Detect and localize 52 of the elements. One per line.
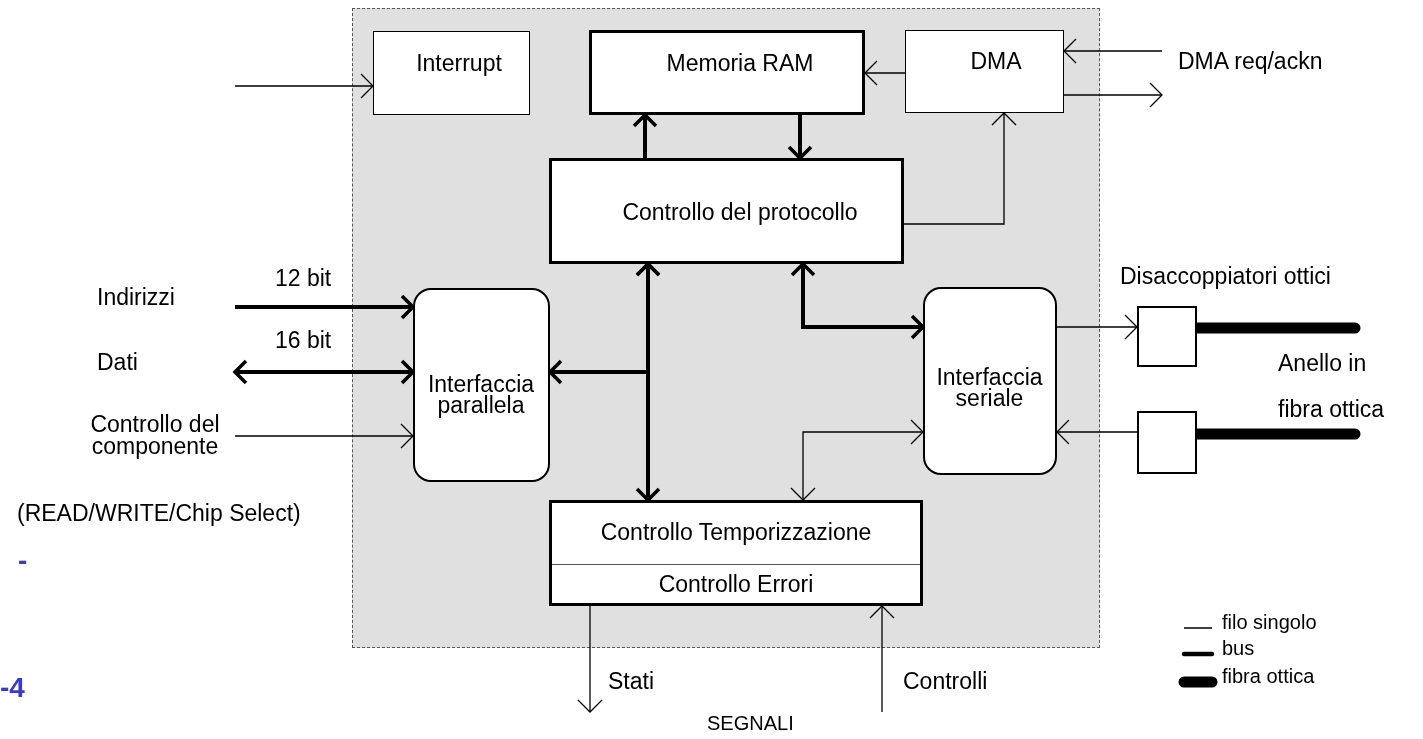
arrow [233, 359, 415, 385]
coupler-box [1137, 306, 1197, 367]
arrow [790, 262, 925, 340]
process-box [905, 30, 1064, 113]
edge-label: 12 bit [275, 265, 332, 292]
edge-label: 16 bit [275, 327, 332, 354]
arrow [1056, 314, 1138, 340]
signal-label: (READ/WRITE/Chip Select) [17, 500, 301, 527]
legend-label: bus [1222, 637, 1255, 660]
process-box [549, 500, 923, 606]
page-fragment: - [18, 545, 28, 578]
arrow [1063, 82, 1163, 108]
group-label: SEGNALI [707, 712, 794, 735]
system-boundary [352, 8, 1100, 648]
arrow [577, 605, 603, 713]
legend-label: fibra ottica [1222, 665, 1315, 688]
block-label: Interfaccia parallela [426, 374, 536, 416]
coupler-box [1137, 411, 1197, 474]
group-label: Disaccoppiatori ottici [1120, 263, 1331, 290]
legend-label: filo singolo [1222, 611, 1317, 634]
arrow [787, 115, 813, 160]
page-fragment: -4 [0, 672, 25, 705]
process-box [373, 31, 530, 115]
edge-label: Stati [608, 668, 655, 695]
arrow [790, 419, 924, 501]
block-label: Controllo del protocollo [621, 199, 859, 226]
arrow [548, 262, 661, 385]
arrow [632, 113, 658, 158]
signal-label: DMA req/ackn [1178, 48, 1323, 75]
arrow [234, 73, 374, 99]
interface-box [413, 288, 550, 482]
arrow [903, 112, 1017, 225]
arrow [234, 423, 414, 449]
arrow [235, 294, 415, 320]
block-label: DMA [969, 48, 1023, 75]
arrow [869, 605, 895, 713]
memory-box [589, 30, 865, 115]
arrow [1063, 38, 1163, 64]
block-label: Memoria RAM [665, 50, 815, 77]
block-label: Controllo Errori [657, 571, 815, 598]
block-label: Controllo Temporizzazione [599, 519, 873, 546]
signal-label: Indirizzi [97, 284, 175, 311]
arrow [1056, 419, 1138, 445]
arrow [864, 60, 906, 86]
signal-label: Dati [97, 349, 138, 376]
block-label: Interfaccia seriale [935, 367, 1044, 409]
signal-label: Controllo del componente [89, 414, 221, 458]
interface-box [923, 287, 1057, 475]
process-box [549, 158, 904, 264]
block-label: Interrupt [415, 50, 503, 77]
edge-label: Controlli [903, 668, 988, 695]
group-label: Anello in fibra ottica [1278, 349, 1386, 424]
